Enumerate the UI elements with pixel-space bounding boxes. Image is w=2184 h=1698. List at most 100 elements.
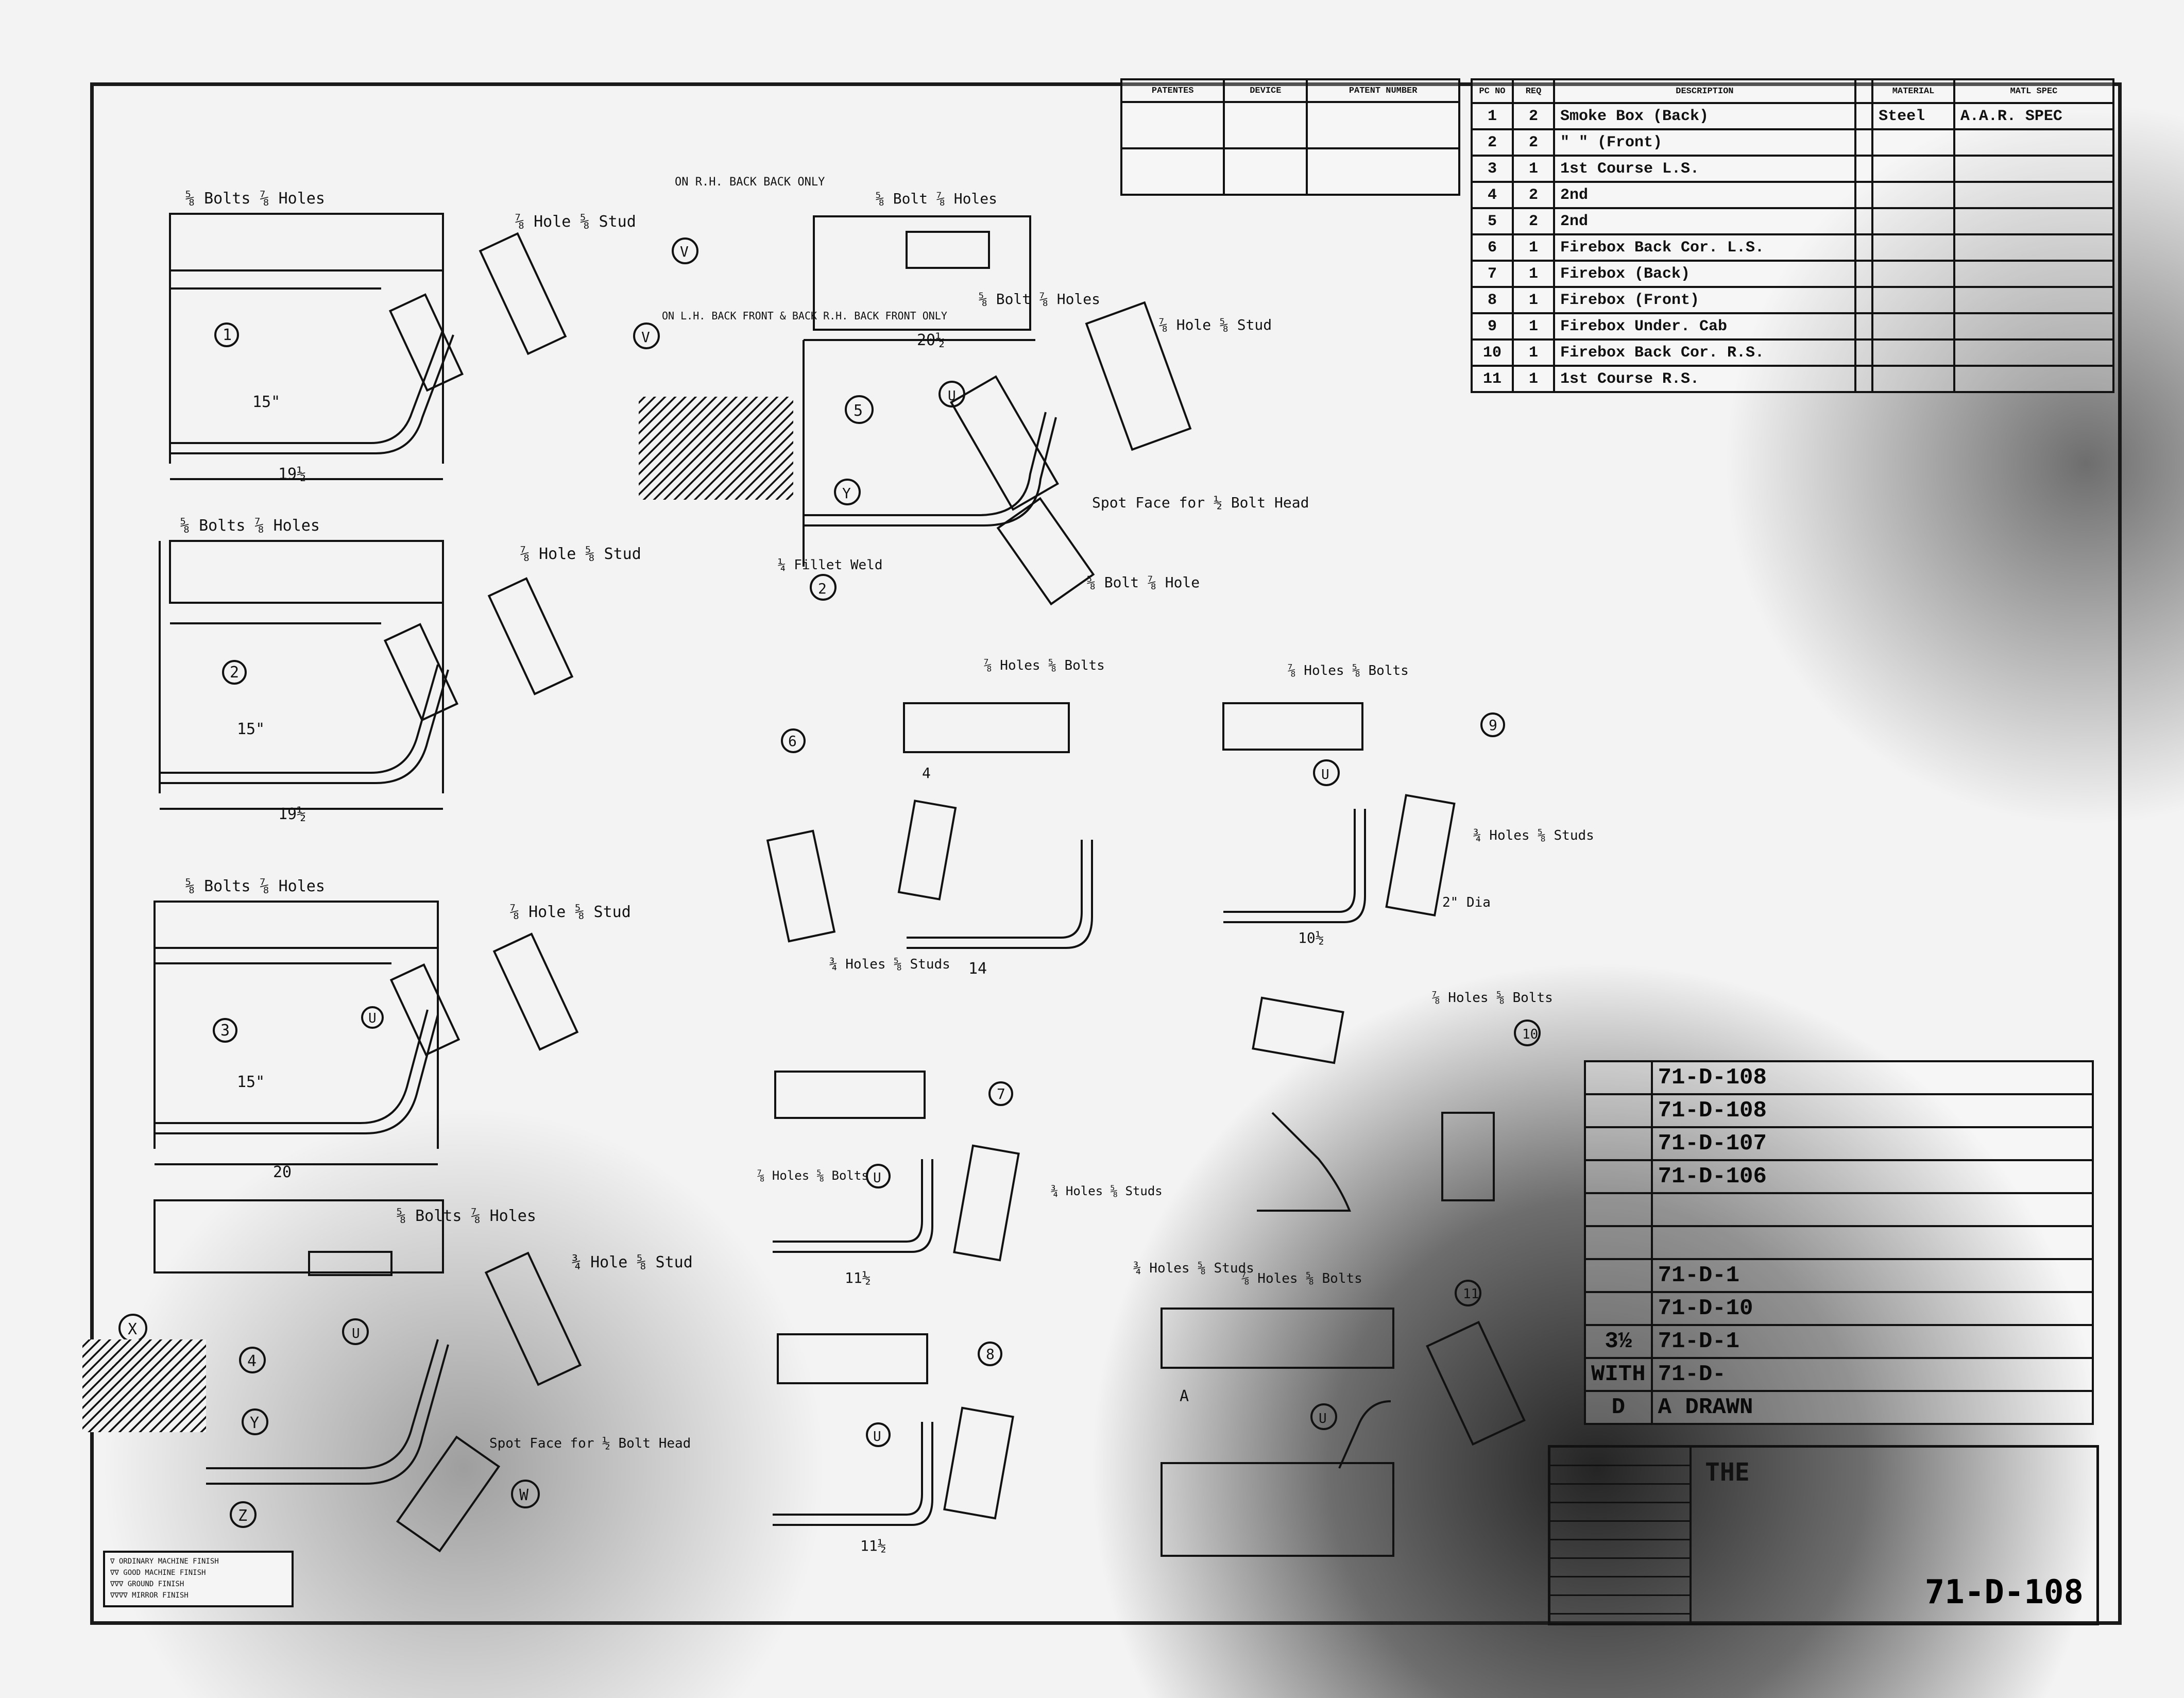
revision-cell-b — [1650, 1225, 2094, 1260]
bom-cell-blank — [1854, 365, 1874, 393]
section-letter-x-4: X — [128, 1320, 137, 1338]
piece-label-11: 11 — [1463, 1286, 1479, 1302]
note-hole-stud-5: ⅞ Hole ⅝ Stud — [1159, 316, 1272, 333]
section-letter-z-4: Z — [238, 1507, 247, 1525]
bom-cell-blank — [1854, 338, 1874, 367]
note-holes-bolts-11: ⅞ Holes ⅝ Bolts — [1241, 1271, 1362, 1286]
bom-cell-description: 1st Course R.S. — [1553, 365, 1856, 393]
dim-10-part-9: 10½ — [1298, 929, 1324, 946]
piece-label-7: 7 — [997, 1085, 1005, 1102]
bom-cell-qty: 2 — [1512, 181, 1555, 209]
bom-cell-spec — [1953, 260, 2115, 288]
bom-cell-blank — [1854, 312, 1874, 341]
revision-cell-a — [1584, 1291, 1653, 1326]
bom-cell-pc: 2 — [1471, 128, 1514, 157]
hatched-area-4 — [82, 1339, 206, 1432]
bom-cell-qty: 2 — [1512, 128, 1555, 157]
revision-cell-a — [1584, 1225, 1653, 1260]
section-letter-u-9: U — [1321, 767, 1329, 783]
bom-cell-material — [1871, 312, 1955, 341]
piece-label-8: 8 — [986, 1346, 995, 1363]
bill-of-materials-table: PC NO REQ DESCRIPTION MATERIAL MATL SPEC… — [1471, 78, 2115, 393]
bom-cell-material — [1871, 207, 1955, 235]
dim-4-part-6: 4 — [922, 765, 931, 782]
patent-table: PATENTES DEVICE PATENT NUMBER — [1120, 78, 1460, 196]
note-bolts-holes-4: ⅝ Bolts ⅞ Holes — [397, 1207, 536, 1225]
revision-cell-a — [1584, 1126, 1653, 1161]
bom-cell-description: Firebox Under. Cab — [1553, 312, 1856, 341]
note-holes-bolts-9: ⅞ Holes ⅝ Bolts — [1288, 663, 1409, 678]
piece-label-3: 3 — [220, 1022, 230, 1040]
bom-cell-description: " " (Front) — [1553, 128, 1856, 157]
table-row: 71-D-108 — [1584, 1060, 2094, 1095]
bom-cell-spec — [1953, 365, 2115, 393]
bom-cell-description: Firebox Back Cor. L.S. — [1553, 233, 1856, 262]
table-row: 71-D-108 — [1584, 1093, 2094, 1128]
drawing-number: 71-D-108 — [1924, 1573, 2084, 1611]
bom-cell-description: Smoke Box (Back) — [1553, 102, 1856, 130]
section-letter-y-4: Y — [250, 1414, 259, 1432]
note-hole-stud-3: ⅞ Hole ⅝ Stud — [510, 903, 631, 921]
revision-cell-b: A DRAWN — [1650, 1390, 2094, 1425]
piece-label-4: 4 — [247, 1352, 257, 1370]
revision-cell-a: 3½ — [1584, 1324, 1653, 1359]
note-bolt-holes-5: ⅝ Bolt ⅞ Holes — [876, 190, 997, 207]
part-4-view — [118, 1199, 582, 1553]
note-bolt-holes-5b: ⅝ Bolt ⅞ Holes — [979, 291, 1100, 308]
bom-cell-blank — [1854, 286, 1874, 314]
dim-15-part-1: 15" — [252, 393, 280, 411]
bom-cell-spec: A.A.R. SPEC — [1953, 102, 2115, 130]
part-7-view — [773, 1071, 1020, 1262]
dim-20-part-3: 20 — [273, 1163, 292, 1181]
note-fillet-weld: ¼ Fillet Weld — [778, 557, 883, 573]
bom-cell-pc: 1 — [1471, 102, 1514, 130]
note-bolts-holes-1: ⅝ Bolts ⅞ Holes — [185, 190, 325, 208]
piece-label-6: 6 — [788, 733, 797, 750]
dim-14-part-6: 14 — [968, 960, 987, 978]
revision-cell-a — [1584, 1192, 1653, 1227]
revision-cell-b: 71-D- — [1650, 1357, 2094, 1392]
title-company-line: THE — [1705, 1458, 1750, 1487]
section-letter-u-5: U — [948, 388, 956, 404]
bom-cell-spec — [1953, 207, 2115, 235]
note-holes-bolts-6: ⅞ Holes ⅝ Bolts — [984, 658, 1105, 673]
title-block: THE 71-D-108 — [1548, 1445, 2099, 1625]
dim-15-part-2: 15" — [237, 720, 265, 738]
note-holes-studs-7: ¾ Holes ⅝ Studs — [1051, 1184, 1163, 1198]
bom-header-blank — [1854, 78, 1874, 104]
bom-cell-qty: 1 — [1512, 260, 1555, 288]
note-hole-stud-2: ⅞ Hole ⅝ Stud — [520, 545, 641, 563]
title-block-grid — [1550, 1448, 1692, 1623]
bom-cell-description: 2nd — [1553, 207, 1856, 235]
finish-good: ∇∇ GOOD MACHINE FINISH — [110, 1569, 206, 1577]
revision-cell-b: 71-D-106 — [1650, 1159, 2094, 1194]
revision-cell-a: D — [1584, 1390, 1653, 1425]
bom-cell-blank — [1854, 102, 1874, 130]
bom-cell-material — [1871, 260, 1955, 288]
dim-a-part-11: A — [1180, 1387, 1189, 1405]
dim-15-part-3: 15" — [237, 1073, 265, 1091]
bom-cell-blank — [1854, 155, 1874, 183]
note-spot-face-4: Spot Face for ½ Bolt Head — [489, 1436, 691, 1451]
revision-cell-b: 71-D-108 — [1650, 1093, 2094, 1128]
bom-cell-material — [1871, 155, 1955, 183]
revision-cell-b: 71-D-1 — [1650, 1258, 2094, 1293]
dim-19-part-2: 19½ — [278, 805, 306, 823]
revision-cell-a — [1584, 1258, 1653, 1293]
part-6-view — [766, 702, 1093, 949]
bom-cell-pc: 10 — [1471, 338, 1514, 367]
note-bolts-holes-2: ⅝ Bolts ⅞ Holes — [180, 517, 320, 535]
bom-cell-spec — [1953, 312, 2115, 341]
bom-cell-blank — [1854, 128, 1874, 157]
bom-cell-pc: 3 — [1471, 155, 1514, 183]
bom-cell-pc: 4 — [1471, 181, 1514, 209]
